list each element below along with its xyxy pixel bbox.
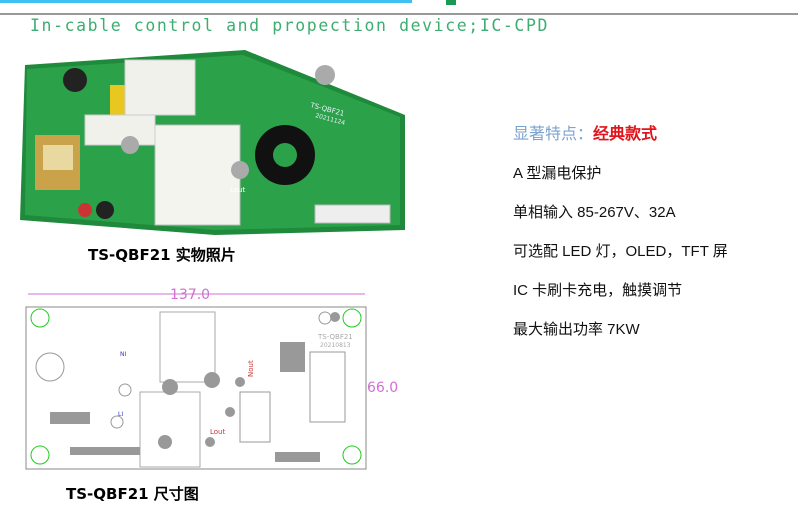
feature-item: 可选配 LED 灯，OLED，TFT 屏 xyxy=(513,243,728,260)
feature-heading: 显著特点：经典款式 xyxy=(513,124,728,163)
drawing-caption: TS-QBF21 尺寸图 xyxy=(66,485,199,503)
top-accent-mark xyxy=(446,0,456,5)
feature-heading-label: 显著特点： xyxy=(513,126,594,143)
feature-list: 显著特点：经典款式 A 型漏电保护 单相输入 85-267V、32A 可选配 L… xyxy=(513,124,728,358)
photo-caption: TS-QBF21 实物照片 xyxy=(88,246,236,264)
top-accent-bar xyxy=(0,0,412,3)
feature-heading-highlight: 经典款式 xyxy=(593,126,658,143)
board-photo: TS-QBF21 20211124 Lout xyxy=(20,50,405,235)
width-dimension: 137.0 xyxy=(170,287,210,303)
feature-item: IC 卡刷卡充电，触摸调节 xyxy=(513,282,683,299)
li-label: LI xyxy=(118,411,123,418)
page-title: In-cable control and propection device;I… xyxy=(30,16,550,35)
lout-label: Lout xyxy=(210,428,225,436)
feature-item: A 型漏电保护 xyxy=(513,165,602,182)
feature-item: 单相输入 85-267V、32A xyxy=(513,204,676,221)
drawing-board-label: TS-QBF21 xyxy=(317,333,353,341)
photo-lout-label: Lout xyxy=(230,186,245,194)
nout-label: Nout xyxy=(247,360,255,377)
feature-item: 最大输出功率 7KW xyxy=(513,321,640,338)
dimension-drawing: 137.0 66.0 TS-QBF21 20210813 Nout Lout N… xyxy=(25,287,398,470)
drawing-board-date: 20210813 xyxy=(320,342,351,349)
header-divider xyxy=(0,13,798,15)
ni-label: NI xyxy=(120,351,126,358)
height-dimension: 66.0 xyxy=(367,380,398,396)
